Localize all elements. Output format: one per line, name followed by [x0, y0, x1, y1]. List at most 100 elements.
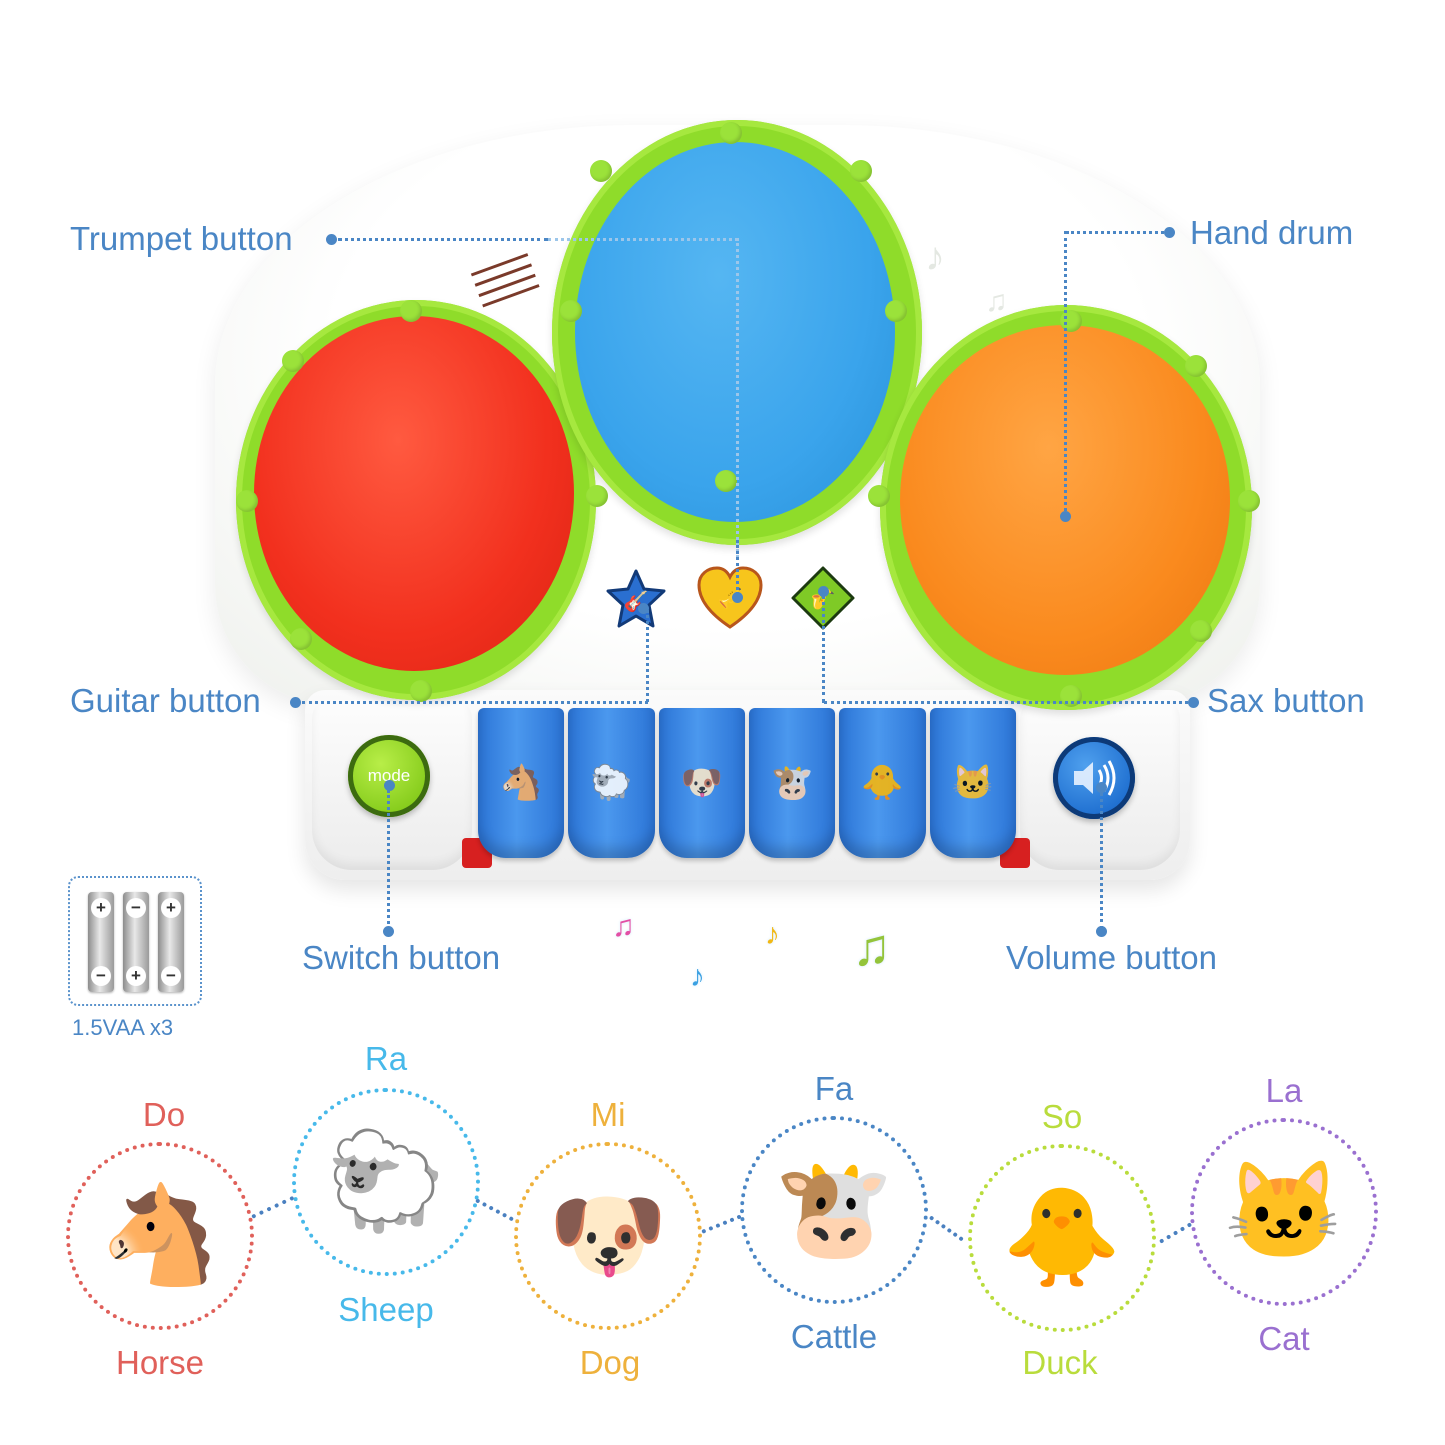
- callout-line: [824, 701, 1188, 704]
- callout-dot: [383, 926, 394, 937]
- animal-name: Cattle: [790, 1318, 878, 1355]
- animal-name: Cat: [1258, 1320, 1310, 1357]
- rim-nub: [720, 122, 742, 144]
- sax-callout-label: Sax button: [1207, 682, 1365, 719]
- cow-face-icon: 🐮: [770, 764, 814, 802]
- callout-line: [646, 610, 649, 702]
- speaker-icon: [1074, 760, 1116, 796]
- callout-dot: [1096, 782, 1107, 793]
- left-drum-pad[interactable]: [254, 316, 574, 671]
- rim-nub: [586, 485, 608, 507]
- connector-line: [475, 1198, 515, 1222]
- pink-music-note-icon: ♫: [612, 910, 635, 943]
- engraved-note-icon: ♪: [925, 235, 945, 279]
- rim-nub: [1190, 620, 1212, 642]
- note-ring: [1190, 1118, 1378, 1306]
- callout-dot: [326, 234, 337, 245]
- trumpet-callout-label: Trumpet button: [70, 220, 293, 257]
- sheep-face-icon: 🐑: [590, 764, 633, 802]
- note-ring: [514, 1142, 702, 1330]
- note-name: Fa: [814, 1070, 854, 1107]
- note-name: Ra: [364, 1040, 408, 1077]
- connector-line: [701, 1214, 742, 1234]
- battery-icon: −+: [123, 892, 149, 992]
- volume-callout-label: Volume button: [1006, 939, 1217, 976]
- trumpet-button[interactable]: 🎺: [696, 565, 764, 631]
- rim-nub: [282, 350, 304, 372]
- rim-nub: [236, 490, 258, 512]
- connector-line: [928, 1215, 964, 1242]
- engraved-note-icon: ♫: [985, 285, 1008, 318]
- guitar-button[interactable]: 🎸: [605, 568, 667, 630]
- callout-line: [302, 701, 648, 704]
- green-music-note-icon: ♫: [852, 919, 891, 977]
- note-name: Mi: [590, 1096, 626, 1133]
- callout-line: [548, 238, 738, 241]
- blue-music-note-icon: ♪: [690, 960, 705, 993]
- dog-face-icon: 🐶: [680, 764, 723, 802]
- star-shape-icon: 🎸: [606, 569, 666, 628]
- rim-nub: [850, 160, 872, 182]
- sheep-icon: 🐑: [326, 1128, 446, 1235]
- volume-toy-button[interactable]: [1053, 737, 1135, 819]
- horse-icon: 🐴: [100, 1182, 220, 1289]
- callout-dot: [732, 592, 743, 603]
- yellow-music-note-icon: ♪: [765, 918, 780, 951]
- cow-icon: 🐮: [774, 1156, 894, 1263]
- note-ring: [66, 1142, 254, 1330]
- callout-dot: [1096, 926, 1107, 937]
- callout-line: [387, 790, 390, 930]
- callout-dot: [638, 603, 649, 614]
- rim-nub: [1238, 490, 1260, 512]
- piano-keys: 🐴 🐑 🐶 🐮 🐥 🐱: [478, 708, 1016, 858]
- callout-dot: [818, 586, 829, 597]
- cat-face-icon: 🐱: [951, 764, 994, 802]
- rim-nub: [715, 470, 737, 492]
- note-ring: [292, 1088, 480, 1276]
- note-ring: [740, 1116, 928, 1304]
- rim-nub: [1185, 355, 1207, 377]
- callout-dot: [290, 697, 301, 708]
- note-name: La: [1265, 1072, 1303, 1109]
- callout-line: [822, 595, 825, 703]
- piano-key-dog[interactable]: 🐶: [658, 708, 745, 858]
- piano-key-duck[interactable]: 🐥: [839, 708, 926, 858]
- rim-nub: [590, 160, 612, 182]
- connector-line: [251, 1195, 295, 1219]
- guitar-callout-label: Guitar button: [70, 682, 261, 719]
- piano-key-cat[interactable]: 🐱: [929, 708, 1016, 858]
- battery-label: 1.5VAA x3: [72, 1015, 174, 1040]
- duck-icon: 🐥: [1002, 1184, 1122, 1291]
- rim-nub: [400, 300, 422, 322]
- callout-line: [1064, 231, 1067, 511]
- note-ring: [968, 1144, 1156, 1332]
- piano-key-sheep[interactable]: 🐑: [568, 708, 655, 858]
- mode-label: mode: [367, 766, 411, 785]
- rim-nub: [410, 680, 432, 702]
- dog-icon: 🐶: [548, 1182, 668, 1289]
- duck-face-icon: 🐥: [861, 764, 904, 802]
- callout-line: [736, 238, 739, 558]
- cat-icon: 🐱: [1224, 1158, 1344, 1265]
- callout-line: [1066, 231, 1164, 234]
- animal-name: Duck: [1022, 1344, 1098, 1381]
- animal-name: Horse: [115, 1344, 205, 1381]
- horse-face-icon: 🐴: [499, 764, 543, 802]
- animal-name: Dog: [579, 1344, 641, 1381]
- note-name: Do: [142, 1096, 186, 1133]
- battery-box: +− −+ +−: [68, 876, 202, 1006]
- connector-line: [1159, 1222, 1193, 1244]
- note-name: So: [1041, 1098, 1083, 1135]
- battery-icon: +−: [88, 892, 114, 992]
- switch-callout-label: Switch button: [302, 939, 501, 976]
- callout-line: [736, 540, 739, 595]
- rim-nub: [885, 300, 907, 322]
- piano-key-cattle[interactable]: 🐮: [748, 708, 836, 858]
- callout-dot: [1060, 511, 1071, 522]
- center-drum-pad[interactable]: [575, 142, 895, 522]
- rim-nub: [560, 300, 582, 322]
- callout-dot: [384, 780, 395, 791]
- animal-name: Sheep: [338, 1291, 434, 1328]
- piano-key-horse[interactable]: 🐴: [478, 708, 565, 858]
- heart-shape-icon: 🎺: [697, 566, 763, 629]
